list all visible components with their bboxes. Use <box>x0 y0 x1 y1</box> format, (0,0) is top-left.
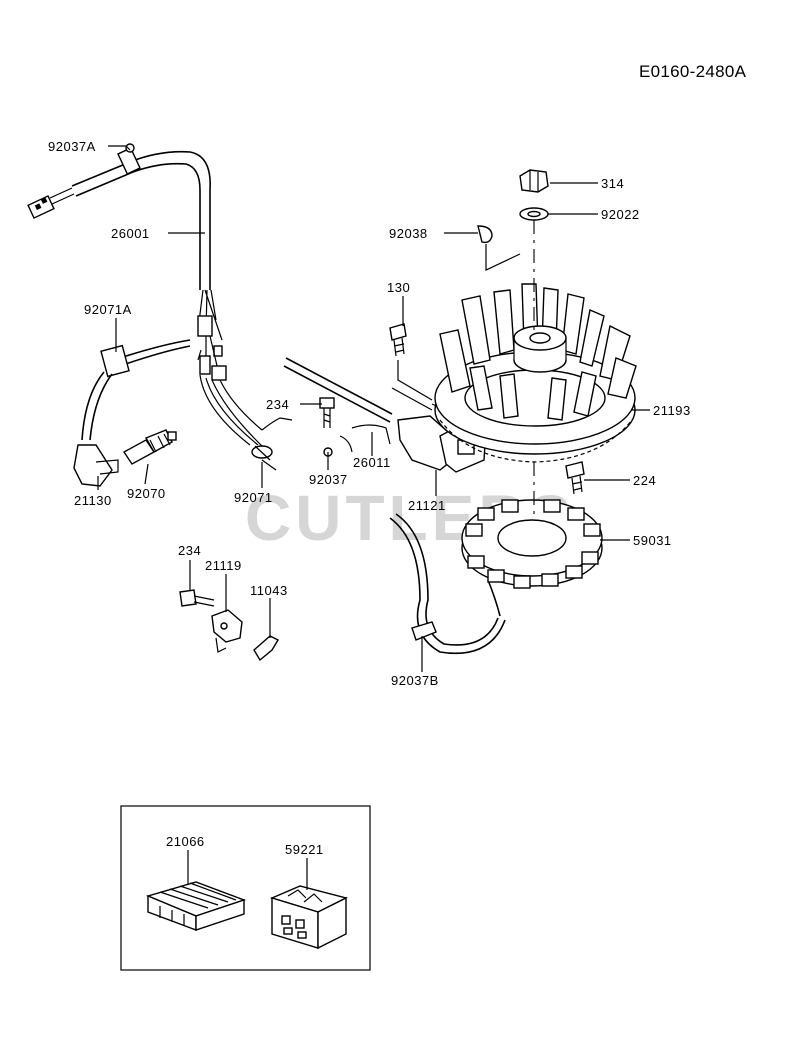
label-130: 130 <box>387 280 410 295</box>
label-59031: 59031 <box>633 533 672 548</box>
label-26011: 26011 <box>353 455 391 470</box>
label-314: 314 <box>601 176 624 191</box>
bolt-234-lower[interactable] <box>179 589 215 607</box>
washer-92022[interactable] <box>519 207 549 221</box>
label-92022: 92022 <box>601 207 640 222</box>
label-21066: 21066 <box>166 834 205 849</box>
label-234-lower: 234 <box>178 543 201 558</box>
label-21130: 21130 <box>74 493 112 508</box>
label-234-upper: 234 <box>266 397 289 412</box>
regulator-21066[interactable] <box>145 881 247 932</box>
flywheel-21193[interactable] <box>434 283 637 463</box>
label-26001: 26001 <box>111 226 150 241</box>
bracket-21119[interactable] <box>211 609 243 653</box>
label-21193: 21193 <box>653 403 691 418</box>
spark-plug-lead-92071A[interactable] <box>81 339 191 441</box>
bolt-234-upper[interactable] <box>319 397 335 428</box>
label-92070: 92070 <box>127 486 166 501</box>
label-224: 224 <box>633 473 656 488</box>
bolt-224[interactable] <box>565 461 585 495</box>
diagram-code: E0160-2480A <box>639 62 747 81</box>
leader-lines <box>97 145 650 890</box>
ignition-coil-21121[interactable] <box>283 357 487 473</box>
key-leader <box>485 244 521 271</box>
nut-314[interactable] <box>519 169 549 193</box>
label-59221: 59221 <box>285 842 324 857</box>
label-92037: 92037 <box>309 472 348 487</box>
label-92071A: 92071A <box>84 302 132 317</box>
bolt-130[interactable] <box>389 323 433 401</box>
wiring-harness-26001[interactable] <box>27 143 293 471</box>
stator-59031[interactable] <box>461 499 603 589</box>
connector-59221[interactable] <box>269 885 348 950</box>
inset-box <box>120 805 371 971</box>
label-92037A: 92037A <box>48 139 96 154</box>
plate-11043[interactable] <box>253 635 279 662</box>
spark-plug-cap-21130[interactable] <box>73 444 119 487</box>
label-92071: 92071 <box>234 490 273 505</box>
label-92038: 92038 <box>389 226 428 241</box>
label-21121: 21121 <box>408 498 446 513</box>
spark-plug-92070[interactable] <box>122 429 177 465</box>
label-11043: 11043 <box>250 583 288 598</box>
ground-wire-92037B[interactable] <box>389 513 506 655</box>
label-21119: 21119 <box>205 558 242 573</box>
label-92037B: 92037B <box>391 673 439 688</box>
woodruff-key-92038[interactable] <box>477 225 493 244</box>
